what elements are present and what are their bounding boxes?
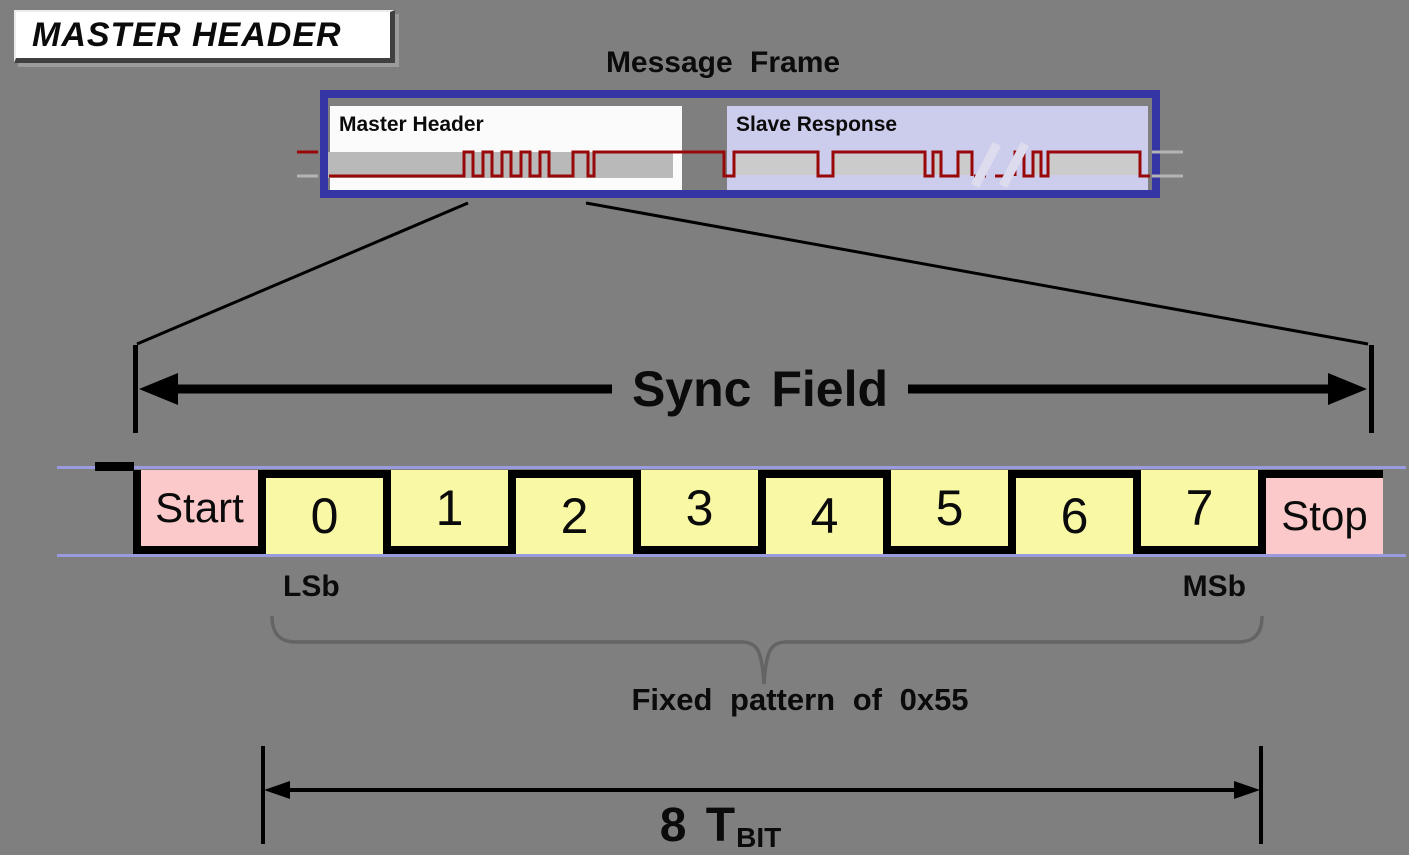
message-frame-border <box>320 90 1160 198</box>
arrowhead-right <box>1234 781 1260 799</box>
bit-box-3: 3 <box>633 470 758 554</box>
bit-0-label: 0 <box>310 488 339 544</box>
slide-title: MASTER HEADER <box>32 15 342 54</box>
pattern-brace <box>270 615 1264 685</box>
arrowhead-left <box>139 373 178 405</box>
master-header-section: Master Header <box>330 106 682 190</box>
slave-response-section: Slave Response <box>727 106 1148 190</box>
bit-box-4: 4 <box>758 470 883 554</box>
master-header-label: Master Header <box>339 113 484 136</box>
arrowhead-right <box>1328 373 1367 405</box>
logic-low-reference-line <box>57 554 1406 557</box>
bit-box-5: 5 <box>883 470 1008 554</box>
bit-duration-subscript: BIT <box>736 822 782 853</box>
idle-high-segment <box>95 462 134 471</box>
bit-duration-label: 8 TBIT <box>600 798 840 853</box>
bit-4-label: 4 <box>810 488 839 544</box>
fixed-pattern-label: Fixed pattern of 0x55 <box>631 682 969 717</box>
bit-2-label: 2 <box>560 488 589 544</box>
message-frame-heading: Message Frame <box>605 46 841 79</box>
bit-box-1: 1 <box>383 470 508 554</box>
logic-high-reference-line <box>57 466 1406 469</box>
bit-6-label: 6 <box>1060 488 1089 544</box>
sync-field-label: Sync Field <box>631 361 889 417</box>
slide-title-plate: MASTER HEADER <box>14 10 395 63</box>
bit-3-label: 3 <box>685 480 714 536</box>
start-bit-label: Start <box>155 484 244 531</box>
bit-box-0: 0 <box>258 470 383 554</box>
arrowhead-left <box>264 781 290 799</box>
bit-7-label: 7 <box>1185 480 1214 536</box>
lsb-label: LSb <box>283 570 340 603</box>
slave-response-label: Slave Response <box>736 113 898 136</box>
bit-5-label: 5 <box>935 480 964 536</box>
bit-box-2: 2 <box>508 470 633 554</box>
bit-1-label: 1 <box>435 480 464 536</box>
bit-box-7: 7 <box>1133 470 1258 554</box>
msb-label: MSb <box>1182 570 1246 603</box>
start-bit-box: Start <box>133 470 258 554</box>
bit-duration-main: 8 T <box>659 799 736 852</box>
bit-box-6: 6 <box>1008 470 1133 554</box>
stop-bit-label: Stop <box>1281 492 1368 539</box>
expansion-lines <box>136 201 1369 346</box>
stop-bit-box: Stop <box>1258 470 1383 554</box>
